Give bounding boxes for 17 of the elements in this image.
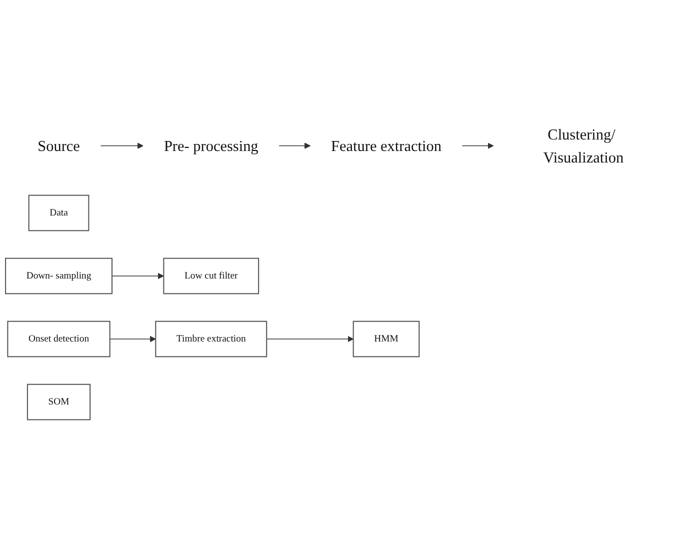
arrow: [100, 143, 144, 150]
node-box: Low cut filter: [163, 258, 260, 295]
arrow: [278, 143, 311, 150]
node-text: Clustering/ Visualization: [543, 126, 624, 166]
node-text: Source: [38, 138, 80, 155]
arrow: [266, 336, 354, 342]
node-text: Pre- processing: [164, 138, 258, 155]
node-box: HMM: [352, 321, 420, 358]
node-box: Onset detection: [7, 321, 110, 358]
node-box: SOM: [26, 384, 91, 421]
arrow: [462, 143, 494, 150]
node-box: Timbre extraction: [155, 321, 268, 358]
node-box: Down- sampling: [5, 258, 113, 295]
arrow: [112, 273, 164, 280]
node-text: Feature extraction: [331, 138, 442, 155]
node-box: Data: [28, 195, 90, 232]
arrow: [110, 336, 156, 342]
